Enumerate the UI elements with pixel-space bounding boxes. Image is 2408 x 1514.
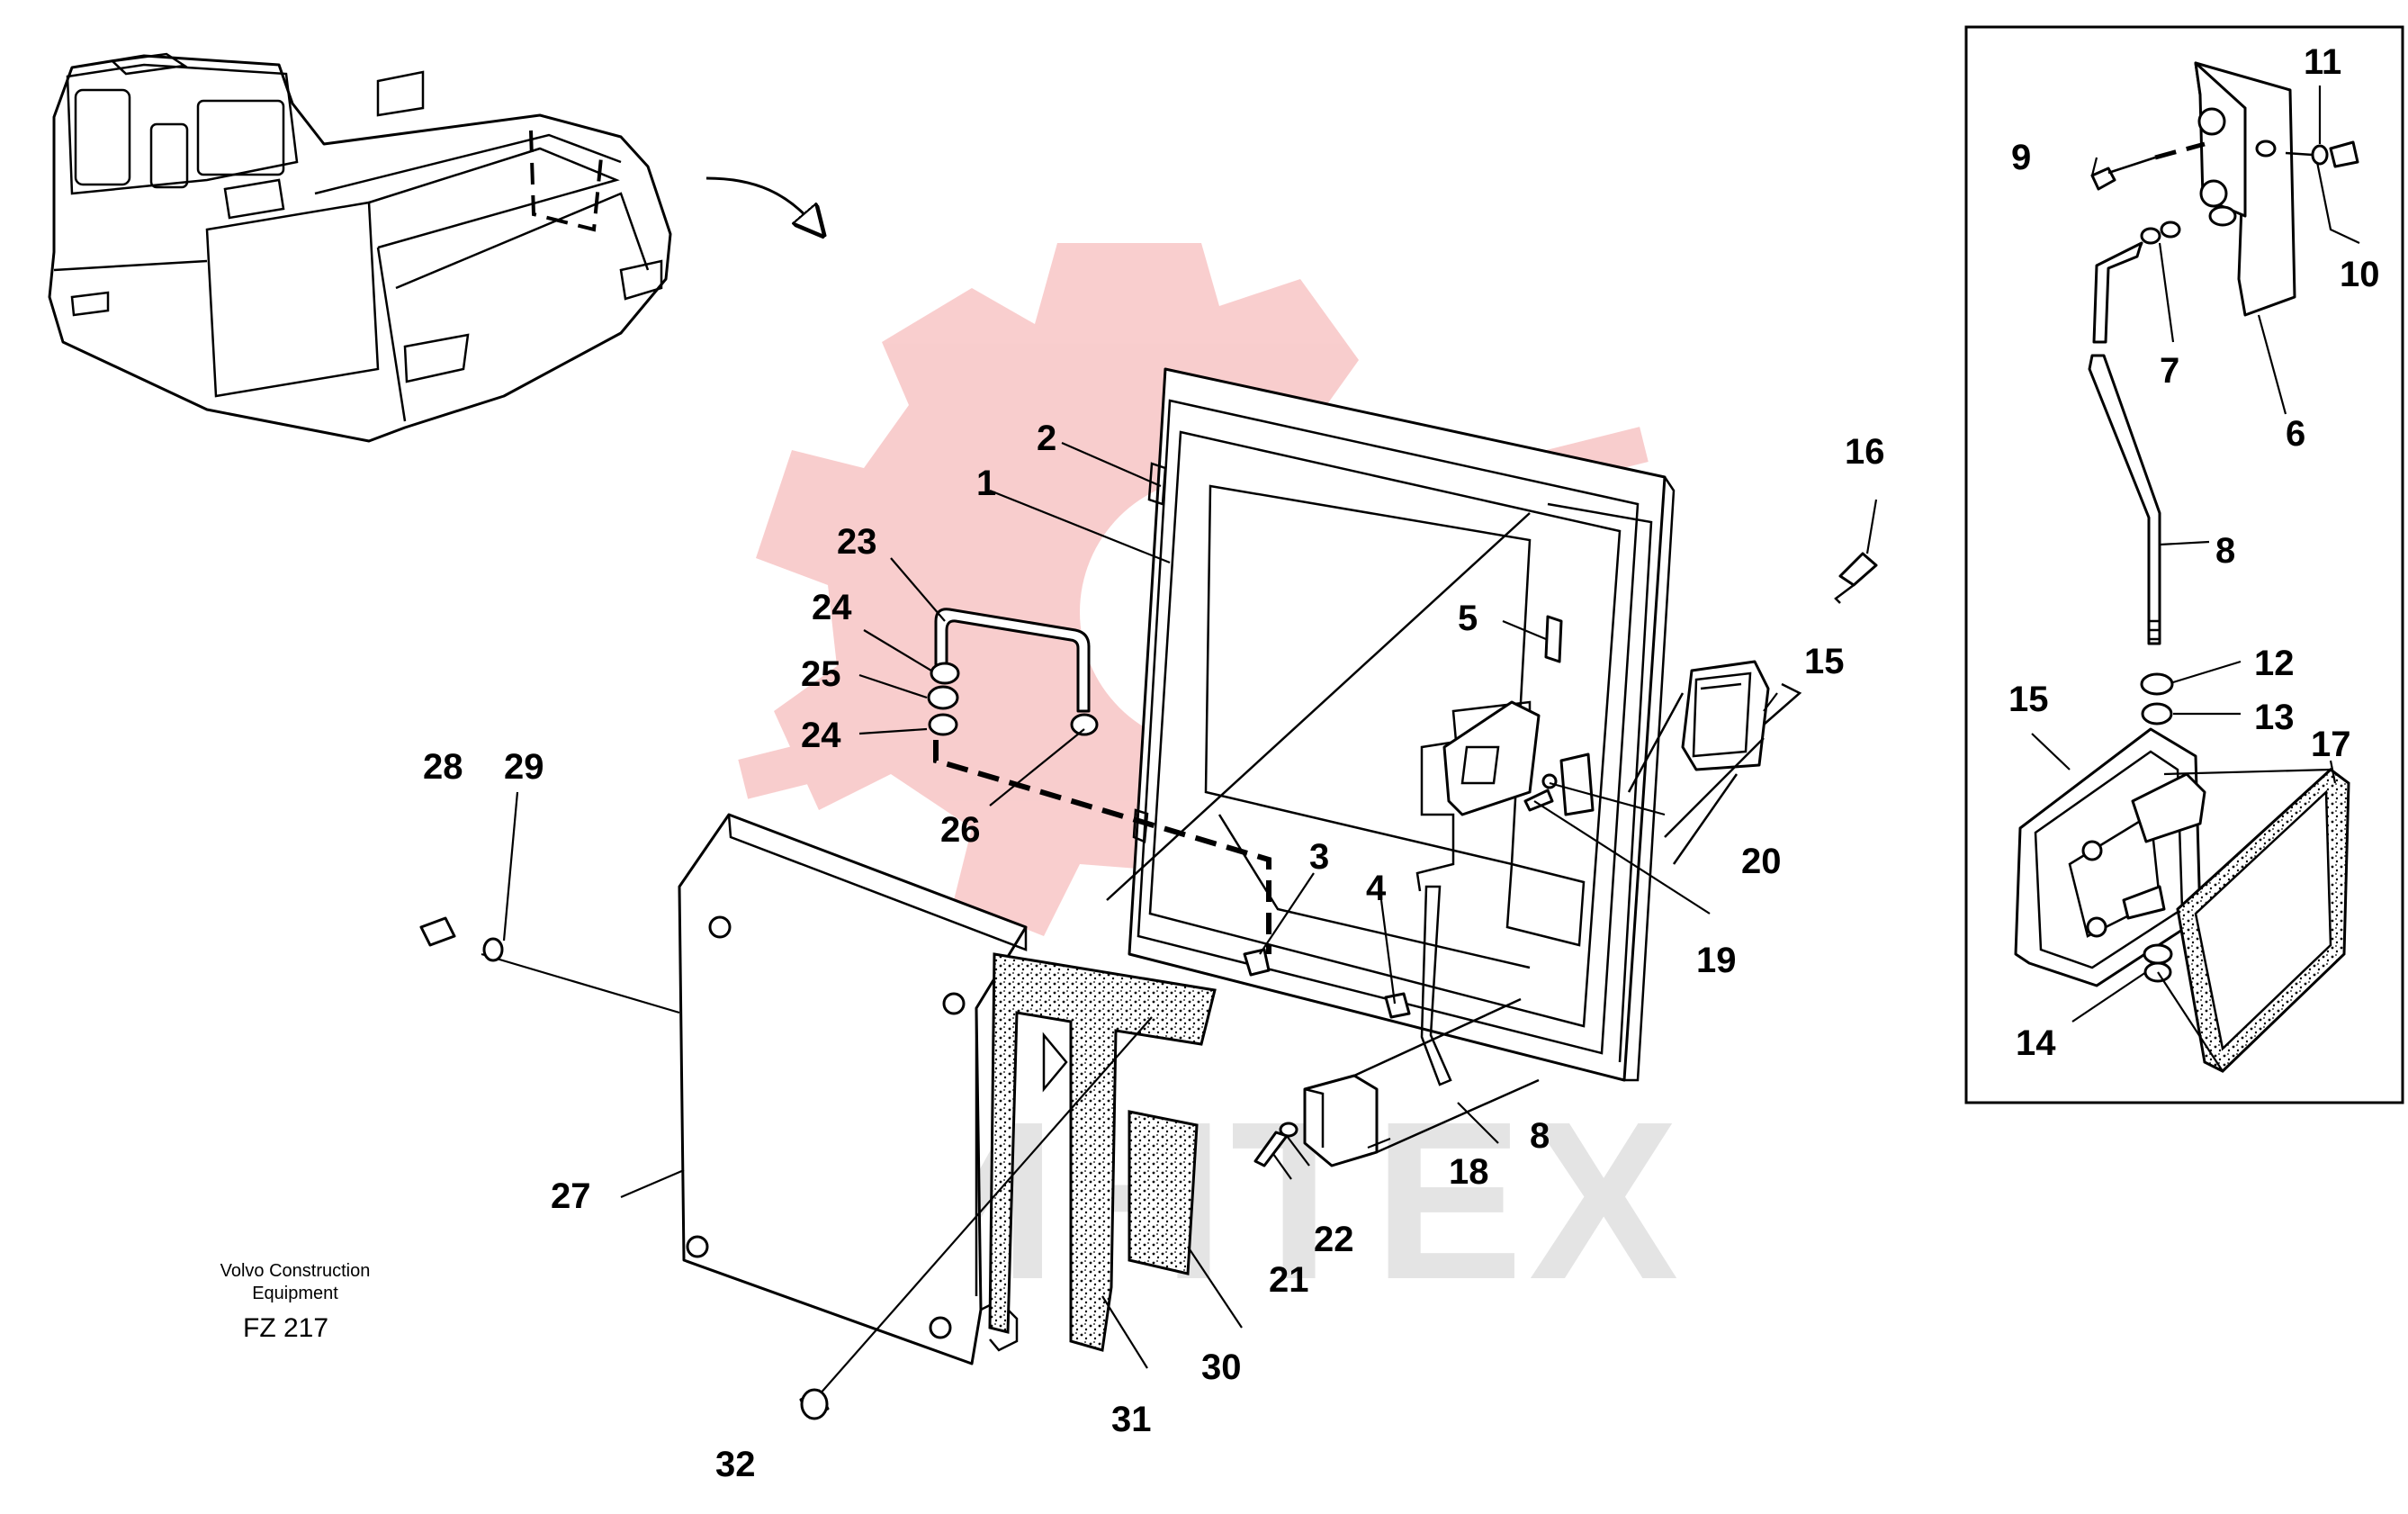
door-frame [1106,367,1676,1082]
callout-6-detail: 6 [2286,414,2305,454]
direction-arrow [705,176,814,225]
callout-32: 32 [715,1445,756,1484]
callout-8-main: 8 [1530,1116,1550,1156]
hardware-bits [419,916,830,1420]
callout-1: 1 [976,464,996,503]
callout-24-lower: 24 [801,716,841,755]
callout-25: 25 [801,654,841,694]
callout-27: 27 [551,1176,591,1216]
diagram-code: FZ 217 [243,1313,328,1343]
handle-guide-dash [933,740,1271,954]
watermark-text: ИНТЕХ [895,1075,1684,1326]
callout-3: 3 [1309,837,1329,877]
callout-12-detail: 12 [2254,644,2295,683]
callout-13-detail: 13 [2254,698,2295,737]
callout-16: 16 [1845,432,1885,472]
callout-5: 5 [1458,599,1478,638]
detail-inset [1964,25,2404,1104]
latch-assembly [1415,552,1878,892]
callout-19: 19 [1696,941,1737,980]
callout-30: 30 [1201,1347,1242,1387]
callout-11-detail: 11 [2304,42,2341,82]
caption-line-1: Volvo Construction [220,1261,371,1281]
callout-18: 18 [1449,1152,1489,1192]
callout-15-main: 15 [1804,642,1845,681]
lock-bracket [1243,885,1540,1167]
callout-2: 2 [1037,419,1056,458]
callout-4: 4 [1366,869,1387,908]
engine-hood-outline [529,130,603,232]
callout-10-detail: 10 [2340,255,2380,294]
callout-22: 22 [1314,1220,1354,1259]
cover-plate [481,813,1137,1365]
callout-20: 20 [1741,842,1782,881]
leader-lines [441,86,2360,1396]
callout-17-detail: 17 [2311,725,2351,764]
callout-15-detail: 15 [2008,680,2049,719]
callout-9-detail: 9 [2011,138,2031,177]
callout-7-detail: 7 [2160,351,2179,391]
callout-26: 26 [940,810,981,850]
callout-29: 29 [504,747,544,787]
callout-14-detail: 14 [2016,1023,2056,1063]
callout-labels: 1 2 3 4 5 8 15 16 18 19 20 21 22 23 24 2… [423,42,2380,1484]
callout-28: 28 [423,747,463,787]
callout-8-detail: 8 [2215,531,2235,571]
callout-21: 21 [1269,1260,1309,1300]
caption-block: Volvo Construction Equipment FZ 217 [220,1261,371,1343]
callout-23: 23 [837,522,877,562]
foam-gaskets [988,952,1217,1352]
excavator-overview [48,52,672,443]
callout-24-upper: 24 [812,588,852,627]
caption-line-2: Equipment [252,1284,338,1303]
handle-assembly [927,608,1271,954]
callout-31: 31 [1111,1400,1152,1439]
